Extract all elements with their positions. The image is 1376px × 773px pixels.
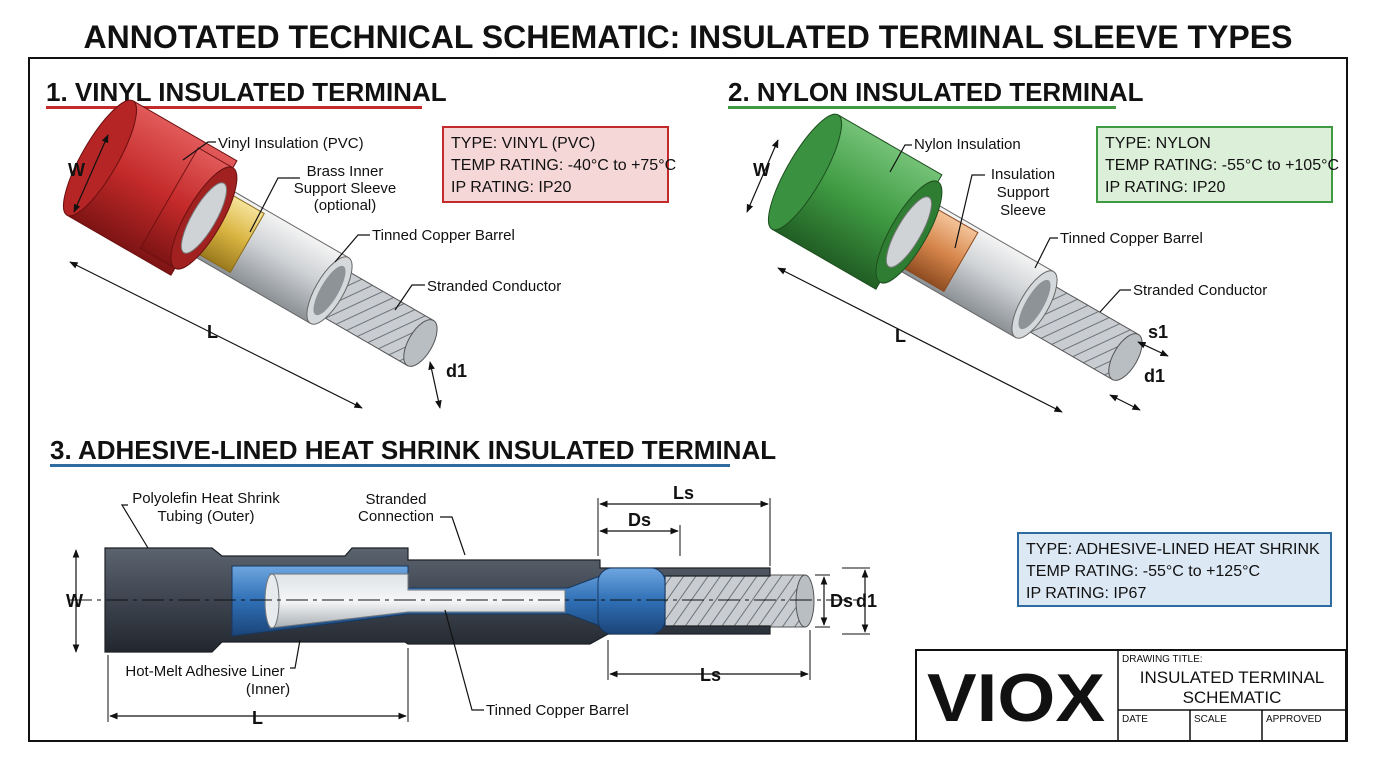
heat-ls-bottom-label: Ls [700,665,721,685]
heat-spec-box: TYPE: ADHESIVE-LINED HEAT SHRINK TEMP RA… [1017,532,1332,607]
date-field-label: DATE [1122,714,1148,725]
drawing-title-label: DRAWING TITLE: [1122,654,1203,665]
nylon-l-dimension [777,267,1063,413]
brass-sleeve-label-line3: (optional) [314,197,377,214]
vinyl-w-label: W [68,160,85,180]
heat-shrink-illustration [70,547,860,653]
vinyl-l-label: L [207,322,218,342]
heat-spec-type: TYPE: ADHESIVE-LINED HEAT SHRINK [1026,541,1320,558]
drawing-frame [28,57,1348,742]
nylon-l-label: L [895,326,906,346]
nylon-w-label: W [753,160,770,180]
main-title: ANNOTATED TECHNICAL SCHEMATIC: INSULATED… [84,19,1293,55]
nylon-conductor-end [1108,333,1143,381]
nylon-insulation-label: Nylon Insulation [914,136,1021,153]
vinyl-conductor-end [403,319,438,367]
vinyl-conductor-label: Stranded Conductor [427,278,561,295]
nylon-conductor-label: Stranded Conductor [1133,282,1267,299]
heat-ds-right-label: Ds [830,591,853,611]
section-nylon: 2. NYLON INSULATED TERMINAL Nylon Insula… [728,77,1339,413]
section3-heading: 3. ADHESIVE-LINED HEAT SHRINK INSULATED … [50,435,776,465]
vinyl-spec-box: TYPE: VINYL (PVC) TEMP RATING: -40°C to … [442,126,676,203]
title-block: VIOX DRAWING TITLE: INSULATED TERMINAL S… [915,649,1347,742]
section-vinyl: 1. VINYL INSULATED TERMINAL Vinyl Insula… [46,77,676,409]
heat-ds-top-label: Ds [628,510,651,530]
vinyl-insulation-opening [180,182,227,254]
section-heat-shrink: 3. ADHESIVE-LINED HEAT SHRINK INSULATED … [50,435,1332,728]
nylon-d1-label: d1 [1144,366,1165,386]
nylon-s1-dimension [1137,341,1169,357]
heat-w-label: W [66,591,83,611]
adhesive-label-line1: Hot-Melt Adhesive Liner [125,663,284,680]
adhesive-seal-ring [597,567,666,635]
section1-heading: 1. VINYL INSULATED TERMINAL [46,77,447,107]
vinyl-d1-label: d1 [446,361,467,381]
heat-stranded-conductor [664,574,806,628]
vinyl-l-dimension [69,261,363,409]
heat-spec-ip: IP RATING: IP67 [1026,585,1146,602]
nylon-spec-type: TYPE: NYLON [1105,135,1211,152]
heat-ls-top-label: Ls [673,483,694,503]
heat-d1-label: d1 [856,591,877,611]
section2-heading: 2. NYLON INSULATED TERMINAL [728,77,1144,107]
brass-sleeve-label-line1: Brass Inner [307,163,384,180]
vinyl-spec-ip: IP RATING: IP20 [451,179,571,196]
nylon-spec-temp: TEMP RATING: -55°C to +105°C [1105,157,1339,174]
vinyl-spec-type: TYPE: VINYL (PVC) [451,135,595,152]
approved-field-label: APPROVED [1266,714,1322,725]
heat-spec-temp: TEMP RATING: -55°C to +125°C [1026,563,1260,580]
brass-sleeve-label-line2: Support Sleeve [294,180,397,197]
vinyl-d1-dimension [428,361,442,409]
vinyl-barrel-label: Tinned Copper Barrel [372,227,515,244]
heat-tinned-barrel [269,573,566,629]
nylon-insulation-back [768,113,842,231]
vinyl-spec-temp: TEMP RATING: -40°C to +75°C [451,157,676,174]
vinyl-w-dimension [73,134,109,213]
section3-underline [50,464,730,467]
nylon-insulation-opening [885,196,932,268]
nylon-s1-label: s1 [1148,322,1168,342]
nylon-d1-dimension [1109,394,1141,411]
adhesive-label-line2: (Inner) [246,681,290,698]
nylon-spec-ip: IP RATING: IP20 [1105,179,1225,196]
connection-label-line1: Stranded [366,491,427,508]
heat-barrel-entry [264,573,280,629]
section1-underline [46,106,422,109]
support-sleeve-label-line1: Insulation [991,166,1055,183]
viox-logo: VIOX [927,660,1105,736]
drawing-title-line2: SCHEMATIC [1183,688,1282,707]
section2-underline [728,106,1116,109]
tubing-label-line1: Polyolefin Heat Shrink [132,490,280,507]
nylon-barrel-label: Tinned Copper Barrel [1060,230,1203,247]
scale-field-label: SCALE [1194,714,1227,725]
support-sleeve-label-line2: Support [997,184,1050,201]
nylon-spec-box: TYPE: NYLON TEMP RATING: -55°C to +105°C… [1096,126,1339,203]
heat-l-label: L [252,708,263,728]
tubing-label-line2: Tubing (Outer) [158,508,255,525]
nylon-w-dimension [746,139,779,213]
connection-label-line2: Connection [358,508,434,525]
drawing-title-line1: INSULATED TERMINAL [1140,668,1325,687]
support-sleeve-label-line3: Sleeve [1000,202,1046,219]
heat-conductor-end [795,574,815,628]
heat-barrel-label: Tinned Copper Barrel [486,702,629,719]
vinyl-insulation-label: Vinyl Insulation (PVC) [218,135,364,152]
